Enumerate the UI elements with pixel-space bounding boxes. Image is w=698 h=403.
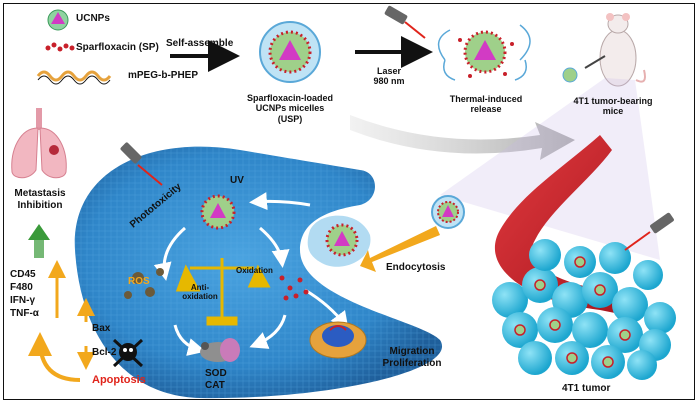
ucnp-legend-icon [47,9,69,31]
self-assemble-label: Self-assemble [166,38,234,49]
endocytosis-arrow [360,226,440,272]
marker-f480: F480 [10,282,33,293]
marker-tnf: TNF-α [10,308,39,319]
cell-ucnp-particle [200,194,236,230]
mitochondria-icon [200,338,240,362]
mouse-icon [562,13,646,87]
mice-label: 4T1 tumor-bearing mice [558,96,668,117]
legend-sparfloxacin: Sparfloxacin (SP) [76,42,159,53]
laser-label-line1: Laser [376,66,402,76]
cat-label: CAT [205,380,225,391]
marker-list: CD45 F480 IFN-γ TNF-α [10,268,39,320]
migration-line1: Migration [389,346,435,357]
legend-polymer: mPEG-b-PHEP [128,70,199,81]
metastasis-label: Metastasis Inhibition [2,188,78,211]
ros-particles [124,268,164,299]
sod-label: SOD [205,368,227,379]
anti-oxidation-line2: oxidation [182,292,218,302]
sparfloxacin-legend-icon [45,42,75,52]
usp-label: Sparfloxacin-loaded UCNPs micelles (USP) [240,93,340,124]
mice-label-line1: 4T1 tumor-bearing [573,96,653,106]
polymer-legend-icon [36,70,112,85]
tumor-mass [492,239,676,380]
marker-cd45: CD45 [10,269,36,280]
laser-label-line2: 980 nm [373,76,405,87]
marker-ifn: IFN-γ [10,295,35,306]
figure-border [3,3,695,400]
release-label: Thermal-induced release [436,94,536,115]
bcl2-label: Bcl-2 [92,347,117,358]
tumor-label: 4T1 tumor [562,383,611,394]
incoming-particle [431,195,465,229]
usp-label-line2: UCNPs micelles [255,103,325,114]
usp-micelle-icon [259,21,321,83]
marker-up-arrows [28,260,95,382]
tumor-laser-device-icon [624,212,674,251]
metastasis-label-line2: Inhibition [17,199,63,211]
laser-label: Laser 980 nm [364,66,414,87]
released-drug-particles [279,275,309,301]
balance-scale-icon [175,258,271,326]
anti-oxidation-label: Anti- oxidation [180,283,220,301]
apoptosis-label: Apoptosis [92,374,146,386]
release-label-line2: release [470,104,502,115]
anti-oxidation-line1: Anti- [190,283,210,292]
skull-icon [112,338,144,368]
migration-line2: Proliferation [382,357,442,369]
oxidation-label: Oxidation [236,266,273,275]
laser-device-icon [384,5,426,39]
bax-label: Bax [92,323,111,334]
uv-label: UV [230,175,244,186]
metastasis-up-arrow [28,224,50,258]
usp-label-line1: Sparfloxacin-loaded [246,93,334,103]
migration-label: Migration Proliferation [372,346,452,369]
lung-icon [11,108,67,179]
zoom-projection [440,78,660,260]
release-label-line1: Thermal-induced [449,94,523,104]
mice-label-line2: mice [602,106,624,117]
legend-ucnps: UCNPs [76,13,110,24]
thermal-release-particle-icon [437,24,531,81]
endocytosed-particle [325,223,359,257]
usp-label-line3: (USP) [277,113,303,124]
endocytosis-label: Endocytosis [386,262,446,273]
ros-label: ROS [128,276,150,287]
cell-laser-device-icon [120,142,163,186]
delivery-grey-arrow [350,115,575,160]
nucleus-icon [309,321,367,359]
metastasis-label-line1: Metastasis [14,188,66,199]
